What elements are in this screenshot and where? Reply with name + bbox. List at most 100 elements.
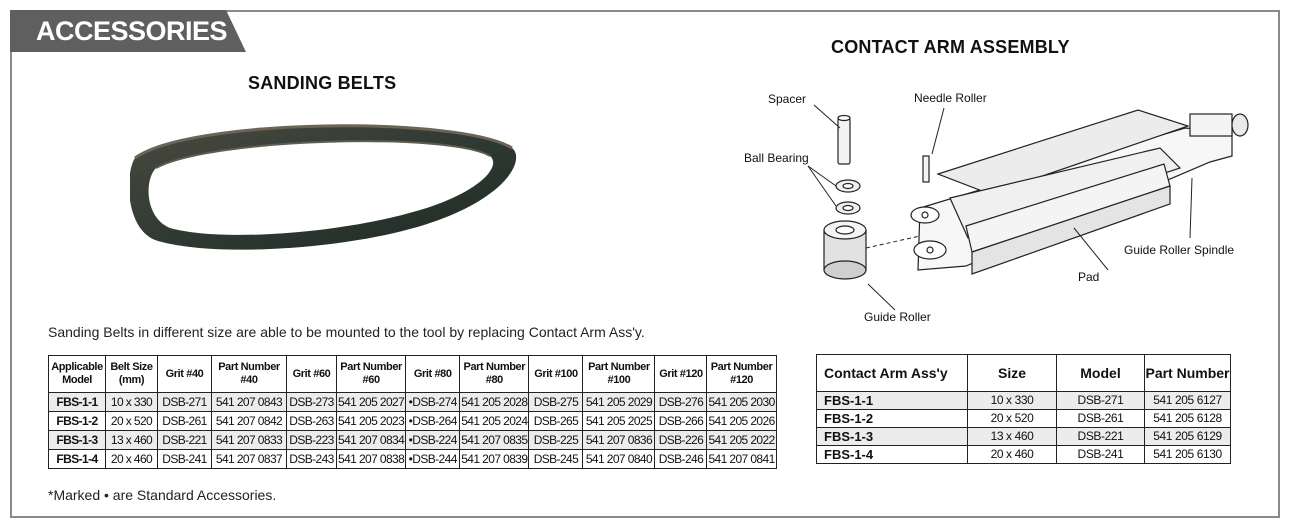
table-cell: 541 205 6127 bbox=[1144, 391, 1231, 410]
table-cell: DSB-271 bbox=[1056, 391, 1145, 410]
table-cell: 541 207 0838 bbox=[335, 449, 407, 469]
table-cell: DSB-263 bbox=[286, 411, 337, 431]
table-cell: 541 207 0841 bbox=[706, 449, 777, 469]
table-cell: 541 207 0842 bbox=[211, 411, 287, 431]
table-cell: 541 205 6128 bbox=[1144, 409, 1231, 428]
column-header: Part Number bbox=[1144, 354, 1231, 392]
table-cell: DSB-226 bbox=[654, 430, 708, 450]
ball-bearing-label: Ball Bearing bbox=[744, 151, 809, 165]
model-cell: FBS-1-4 bbox=[48, 449, 106, 469]
table-cell: DSB-223 bbox=[286, 430, 337, 450]
column-header: Model bbox=[1056, 354, 1145, 392]
table-cell: •DSB-224 bbox=[405, 430, 461, 450]
model-cell: FBS-1-3 bbox=[48, 430, 106, 450]
column-header: Contact Arm Ass'y bbox=[816, 354, 968, 392]
table-cell: DSB-241 bbox=[157, 449, 212, 469]
column-header: Grit #40 bbox=[157, 355, 212, 393]
model-cell: FBS-1-1 bbox=[48, 392, 106, 412]
contact-arm-diagram: Spacer Needle Roller Ball Bearing Guide … bbox=[744, 91, 1249, 324]
accessories-frame bbox=[10, 10, 1280, 518]
table-cell: •DSB-264 bbox=[405, 411, 461, 431]
section-tab: ACCESSORIES bbox=[10, 10, 246, 52]
table-cell: DSB-271 bbox=[157, 392, 212, 412]
table-cell: DSB-261 bbox=[1056, 409, 1145, 428]
sanding-belts-description: Sanding Belts in different size are able… bbox=[48, 324, 645, 340]
table-cell: 20 x 520 bbox=[967, 409, 1057, 428]
table-cell: •DSB-244 bbox=[405, 449, 461, 469]
pad-label: Pad bbox=[1078, 270, 1099, 284]
column-header: Grit #60 bbox=[286, 355, 337, 393]
table-cell: 10 x 330 bbox=[967, 391, 1057, 410]
table-cell: 541 205 2026 bbox=[706, 411, 777, 431]
column-header: Part Number #40 bbox=[211, 355, 287, 393]
table-cell: DSB-261 bbox=[157, 411, 212, 431]
column-header: Part Number #80 bbox=[459, 355, 530, 393]
table-cell: DSB-243 bbox=[286, 449, 337, 469]
table-cell: DSB-266 bbox=[654, 411, 708, 431]
needle-roller-label: Needle Roller bbox=[914, 91, 987, 105]
table-cell: DSB-245 bbox=[528, 449, 584, 469]
model-cell: FBS-1-4 bbox=[816, 445, 968, 464]
table-cell: DSB-221 bbox=[1056, 427, 1145, 446]
table-cell: 541 207 0835 bbox=[459, 430, 530, 450]
spacer-label: Spacer bbox=[768, 92, 806, 106]
table-cell: 541 207 0837 bbox=[211, 449, 287, 469]
table-cell: DSB-273 bbox=[286, 392, 337, 412]
table-cell: 541 205 6130 bbox=[1144, 445, 1231, 464]
table-cell: 541 207 0839 bbox=[459, 449, 530, 469]
table-cell: 541 205 2028 bbox=[459, 392, 530, 412]
standard-accessories-note: *Marked • are Standard Accessories. bbox=[48, 487, 277, 503]
column-header: Grit #120 bbox=[654, 355, 708, 393]
table-cell: •DSB-274 bbox=[405, 392, 461, 412]
table-cell: 20 x 520 bbox=[105, 411, 158, 431]
table-cell: DSB-276 bbox=[654, 392, 708, 412]
table-cell: 13 x 460 bbox=[105, 430, 158, 450]
column-header: Part Number #100 bbox=[582, 355, 656, 393]
table-cell: 541 205 6129 bbox=[1144, 427, 1231, 446]
table-cell: DSB-241 bbox=[1056, 445, 1145, 464]
table-cell: DSB-265 bbox=[528, 411, 584, 431]
contact-arm-heading: CONTACT ARM ASSEMBLY bbox=[831, 37, 1070, 57]
model-cell: FBS-1-2 bbox=[48, 411, 106, 431]
sanding-belt-image bbox=[130, 124, 516, 250]
table-cell: 541 205 2022 bbox=[706, 430, 777, 450]
guide-roller-spindle-label: Guide Roller Spindle bbox=[1124, 243, 1234, 257]
table-cell: 541 205 2025 bbox=[582, 411, 656, 431]
table-cell: 541 205 2024 bbox=[459, 411, 530, 431]
table-cell: 541 205 2023 bbox=[335, 411, 407, 431]
guide-roller-label: Guide Roller bbox=[864, 310, 931, 324]
column-header: Grit #80 bbox=[405, 355, 461, 393]
table-cell: DSB-246 bbox=[654, 449, 708, 469]
table-cell: 20 x 460 bbox=[967, 445, 1057, 464]
table-cell: 10 x 330 bbox=[105, 392, 158, 412]
table-cell: 541 205 2029 bbox=[582, 392, 656, 412]
table-cell: 541 207 0834 bbox=[335, 430, 407, 450]
table-cell: 541 205 2030 bbox=[706, 392, 777, 412]
table-cell: 541 207 0836 bbox=[582, 430, 656, 450]
table-cell: 13 x 460 bbox=[967, 427, 1057, 446]
model-cell: FBS-1-3 bbox=[816, 427, 968, 446]
column-header: Size bbox=[967, 354, 1057, 392]
table-cell: DSB-275 bbox=[528, 392, 584, 412]
column-header: Grit #100 bbox=[528, 355, 584, 393]
table-cell: DSB-225 bbox=[528, 430, 584, 450]
table-cell: 541 207 0833 bbox=[211, 430, 287, 450]
column-header: Applicable Model bbox=[48, 355, 106, 393]
table-cell: 20 x 460 bbox=[105, 449, 158, 469]
table-cell: DSB-221 bbox=[157, 430, 212, 450]
table-cell: 541 207 0843 bbox=[211, 392, 287, 412]
model-cell: FBS-1-1 bbox=[816, 391, 968, 410]
table-cell: 541 207 0840 bbox=[582, 449, 656, 469]
sanding-belts-heading: SANDING BELTS bbox=[248, 73, 397, 93]
